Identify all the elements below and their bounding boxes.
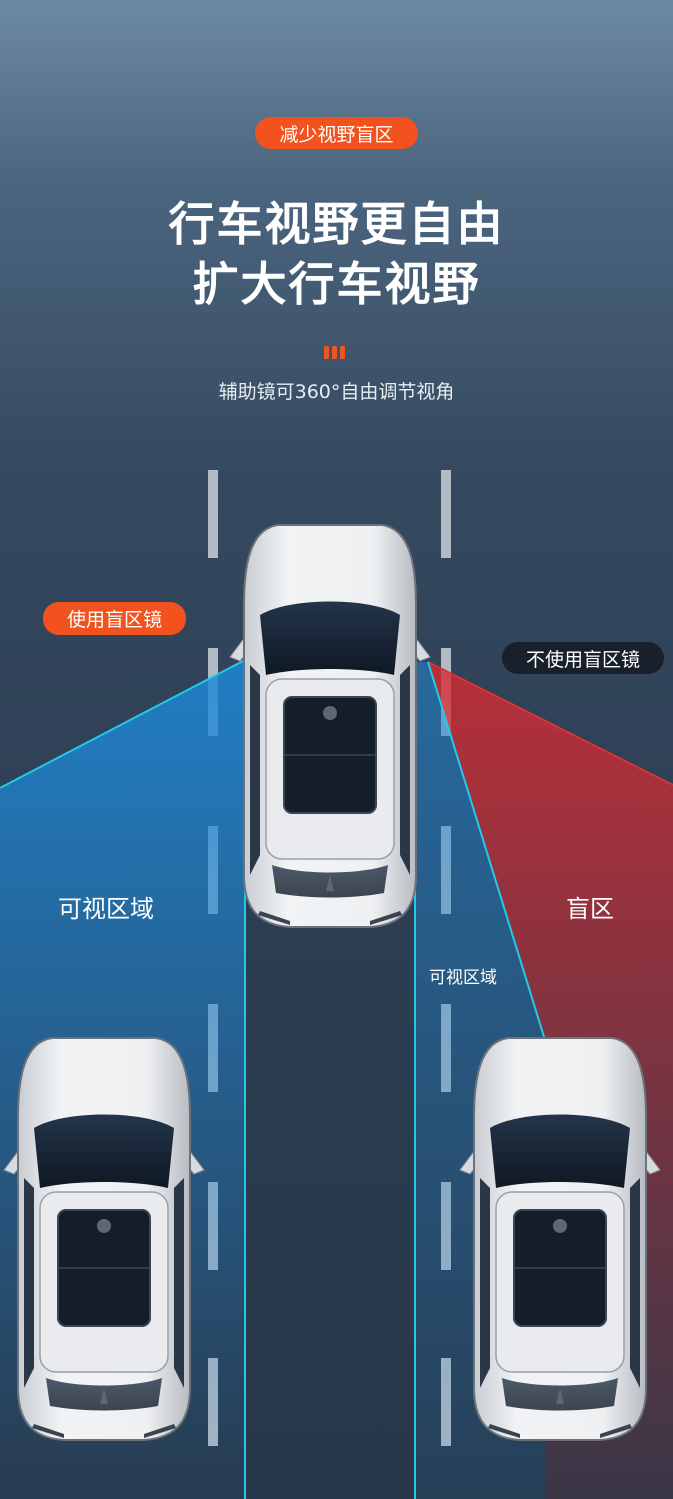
headline-1: 行车视野更自由 [168, 197, 505, 251]
divider-bars [324, 346, 345, 359]
center-car [229, 524, 431, 928]
without-mirror-text: 不使用盲区镜 [525, 648, 640, 671]
blind-zone-label: 盲区 [566, 895, 614, 923]
visible-zone-right-label: 可视区域 [429, 968, 497, 988]
headline-2: 扩大行车视野 [192, 257, 481, 311]
right-car [459, 1037, 661, 1441]
visible-zone-left-label: 可视区域 [58, 895, 154, 923]
subtitle: 辅助镜可360°自由调节视角 [218, 381, 455, 403]
badge: 减少视野盲区 [255, 117, 418, 149]
badge-text: 减少视野盲区 [279, 123, 394, 146]
with-mirror-label: 使用盲区镜 [43, 602, 186, 635]
with-mirror-text: 使用盲区镜 [66, 609, 162, 631]
without-mirror-label: 不使用盲区镜 [502, 642, 664, 674]
left-car [3, 1037, 205, 1441]
